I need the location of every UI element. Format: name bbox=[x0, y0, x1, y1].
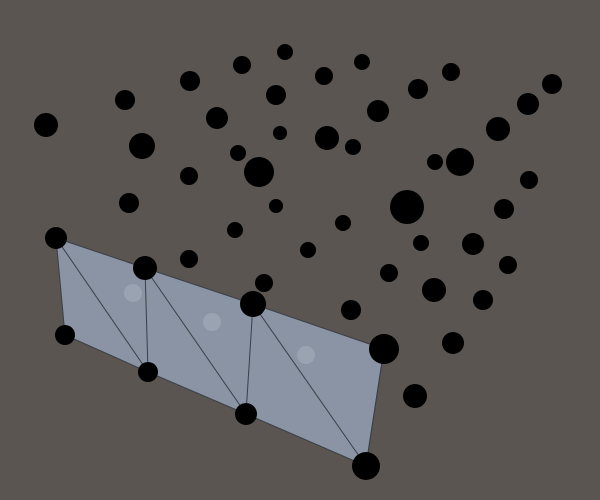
vertex-handle[interactable] bbox=[367, 100, 389, 122]
vertex-handle[interactable] bbox=[403, 384, 427, 408]
vertex-handle[interactable] bbox=[473, 290, 493, 310]
vertex-handle[interactable] bbox=[180, 167, 198, 185]
vertex-handle[interactable] bbox=[369, 334, 399, 364]
vertex-handle[interactable] bbox=[300, 242, 316, 258]
vertex-handle[interactable] bbox=[413, 235, 429, 251]
vertex-handle[interactable] bbox=[45, 227, 67, 249]
vertex-handle[interactable] bbox=[115, 90, 135, 110]
vertex-handle[interactable] bbox=[442, 332, 464, 354]
vertex-handle[interactable] bbox=[422, 278, 446, 302]
vertex-handle[interactable] bbox=[341, 300, 361, 320]
vertex-handle[interactable] bbox=[269, 199, 283, 213]
vertex-handle[interactable] bbox=[230, 145, 246, 161]
vertex-handle[interactable] bbox=[380, 264, 398, 282]
vertex-handle[interactable] bbox=[34, 113, 58, 137]
vertex-handle[interactable] bbox=[408, 79, 428, 99]
vertex-handle[interactable] bbox=[206, 107, 228, 129]
vertex-handle[interactable] bbox=[180, 71, 200, 91]
vertex-handle[interactable] bbox=[517, 93, 539, 115]
vertex-handle[interactable] bbox=[542, 74, 562, 94]
vertex-handle[interactable] bbox=[354, 54, 370, 70]
face-center-marker bbox=[297, 346, 315, 364]
vertex-handle[interactable] bbox=[427, 154, 443, 170]
vertex-handle[interactable] bbox=[335, 215, 351, 231]
vertex-handle[interactable] bbox=[138, 362, 158, 382]
vertex-handle[interactable] bbox=[462, 233, 484, 255]
vertex-handle[interactable] bbox=[244, 157, 274, 187]
vertex-handle[interactable] bbox=[273, 126, 287, 140]
vertex-handle[interactable] bbox=[446, 148, 474, 176]
vertex-handle[interactable] bbox=[233, 56, 251, 74]
vertex-handle[interactable] bbox=[55, 325, 75, 345]
vertex-handle[interactable] bbox=[442, 63, 460, 81]
vertex-handle[interactable] bbox=[227, 222, 243, 238]
vertex-handle[interactable] bbox=[255, 274, 273, 292]
vertex-handle[interactable] bbox=[390, 190, 424, 224]
vertex-handle[interactable] bbox=[133, 256, 157, 280]
vertex-handle[interactable] bbox=[315, 67, 333, 85]
vertex-handle[interactable] bbox=[499, 256, 517, 274]
vertex-handle[interactable] bbox=[520, 171, 538, 189]
face-center-marker bbox=[124, 284, 142, 302]
vertex-handle[interactable] bbox=[240, 291, 266, 317]
vertex-handle[interactable] bbox=[315, 126, 339, 150]
vertex-handle[interactable] bbox=[180, 250, 198, 268]
vertex-handle[interactable] bbox=[129, 133, 155, 159]
vertex-handle[interactable] bbox=[345, 139, 361, 155]
vertex-handle[interactable] bbox=[277, 44, 293, 60]
vertex-handle[interactable] bbox=[494, 199, 514, 219]
face-center-marker bbox=[203, 313, 221, 331]
vertex-handle[interactable] bbox=[352, 452, 380, 480]
vertex-handle[interactable] bbox=[235, 403, 257, 425]
vertex-handle[interactable] bbox=[486, 117, 510, 141]
vertex-handle[interactable] bbox=[119, 193, 139, 213]
vertex-handle[interactable] bbox=[266, 85, 286, 105]
